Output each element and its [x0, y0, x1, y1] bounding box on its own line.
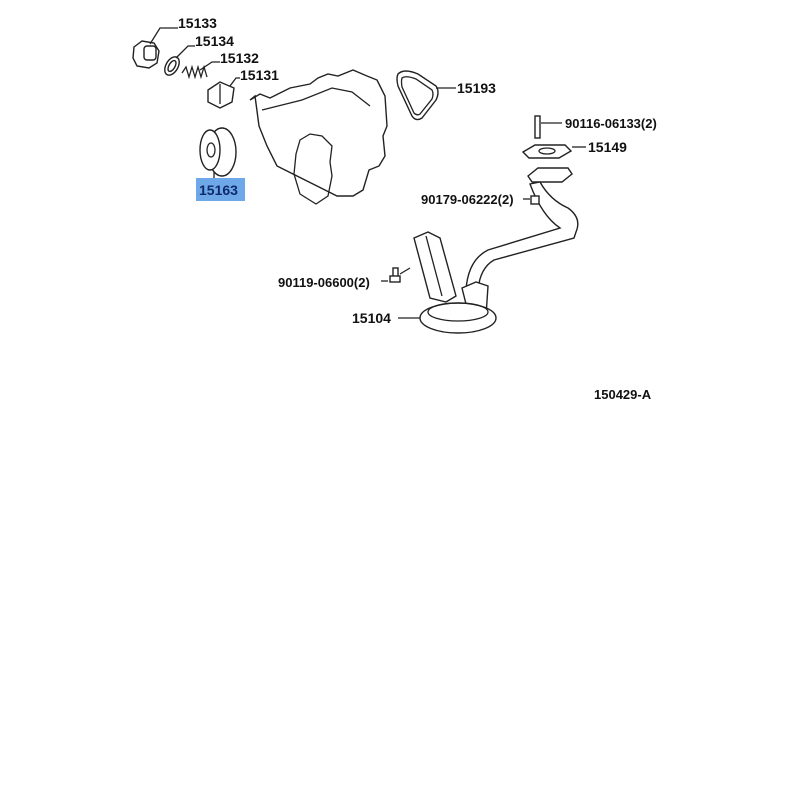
part-label-90116-06133[interactable]: 90116-06133(2) — [565, 116, 657, 131]
valve-part-15131 — [207, 77, 240, 109]
part-label-15134[interactable]: 15134 — [195, 33, 234, 49]
bolt-90119 — [381, 267, 401, 283]
part-label-15149[interactable]: 15149 — [588, 139, 627, 155]
part-label-90119-06600[interactable]: 90119-06600(2) — [278, 275, 370, 290]
part-label-15132[interactable]: 15132 — [220, 50, 259, 66]
gasket-part-15134 — [164, 45, 195, 76]
stud-bolt-90116 — [534, 115, 562, 139]
part-label-15133[interactable]: 15133 — [178, 15, 217, 31]
gear-part-15163 — [199, 127, 237, 184]
o-ring-part-15193 — [396, 70, 456, 121]
part-label-15131[interactable]: 15131 — [240, 67, 279, 83]
oil-pump-body — [249, 69, 388, 205]
strainer-part-15104 — [398, 167, 579, 334]
plug-part-15133 — [132, 27, 178, 69]
spring-part-15132 — [181, 61, 220, 80]
part-label-15104[interactable]: 15104 — [352, 310, 391, 326]
gasket-part-15149 — [521, 144, 586, 159]
bolt-90179 — [523, 195, 540, 205]
diagram-reference-code: 150429-A — [594, 387, 652, 402]
part-label-90179-06222[interactable]: 90179-06222(2) — [421, 192, 514, 207]
part-label-15163[interactable]: 15163 — [199, 182, 238, 198]
highlight-box — [196, 178, 245, 201]
part-label-15193[interactable]: 15193 — [457, 80, 496, 96]
